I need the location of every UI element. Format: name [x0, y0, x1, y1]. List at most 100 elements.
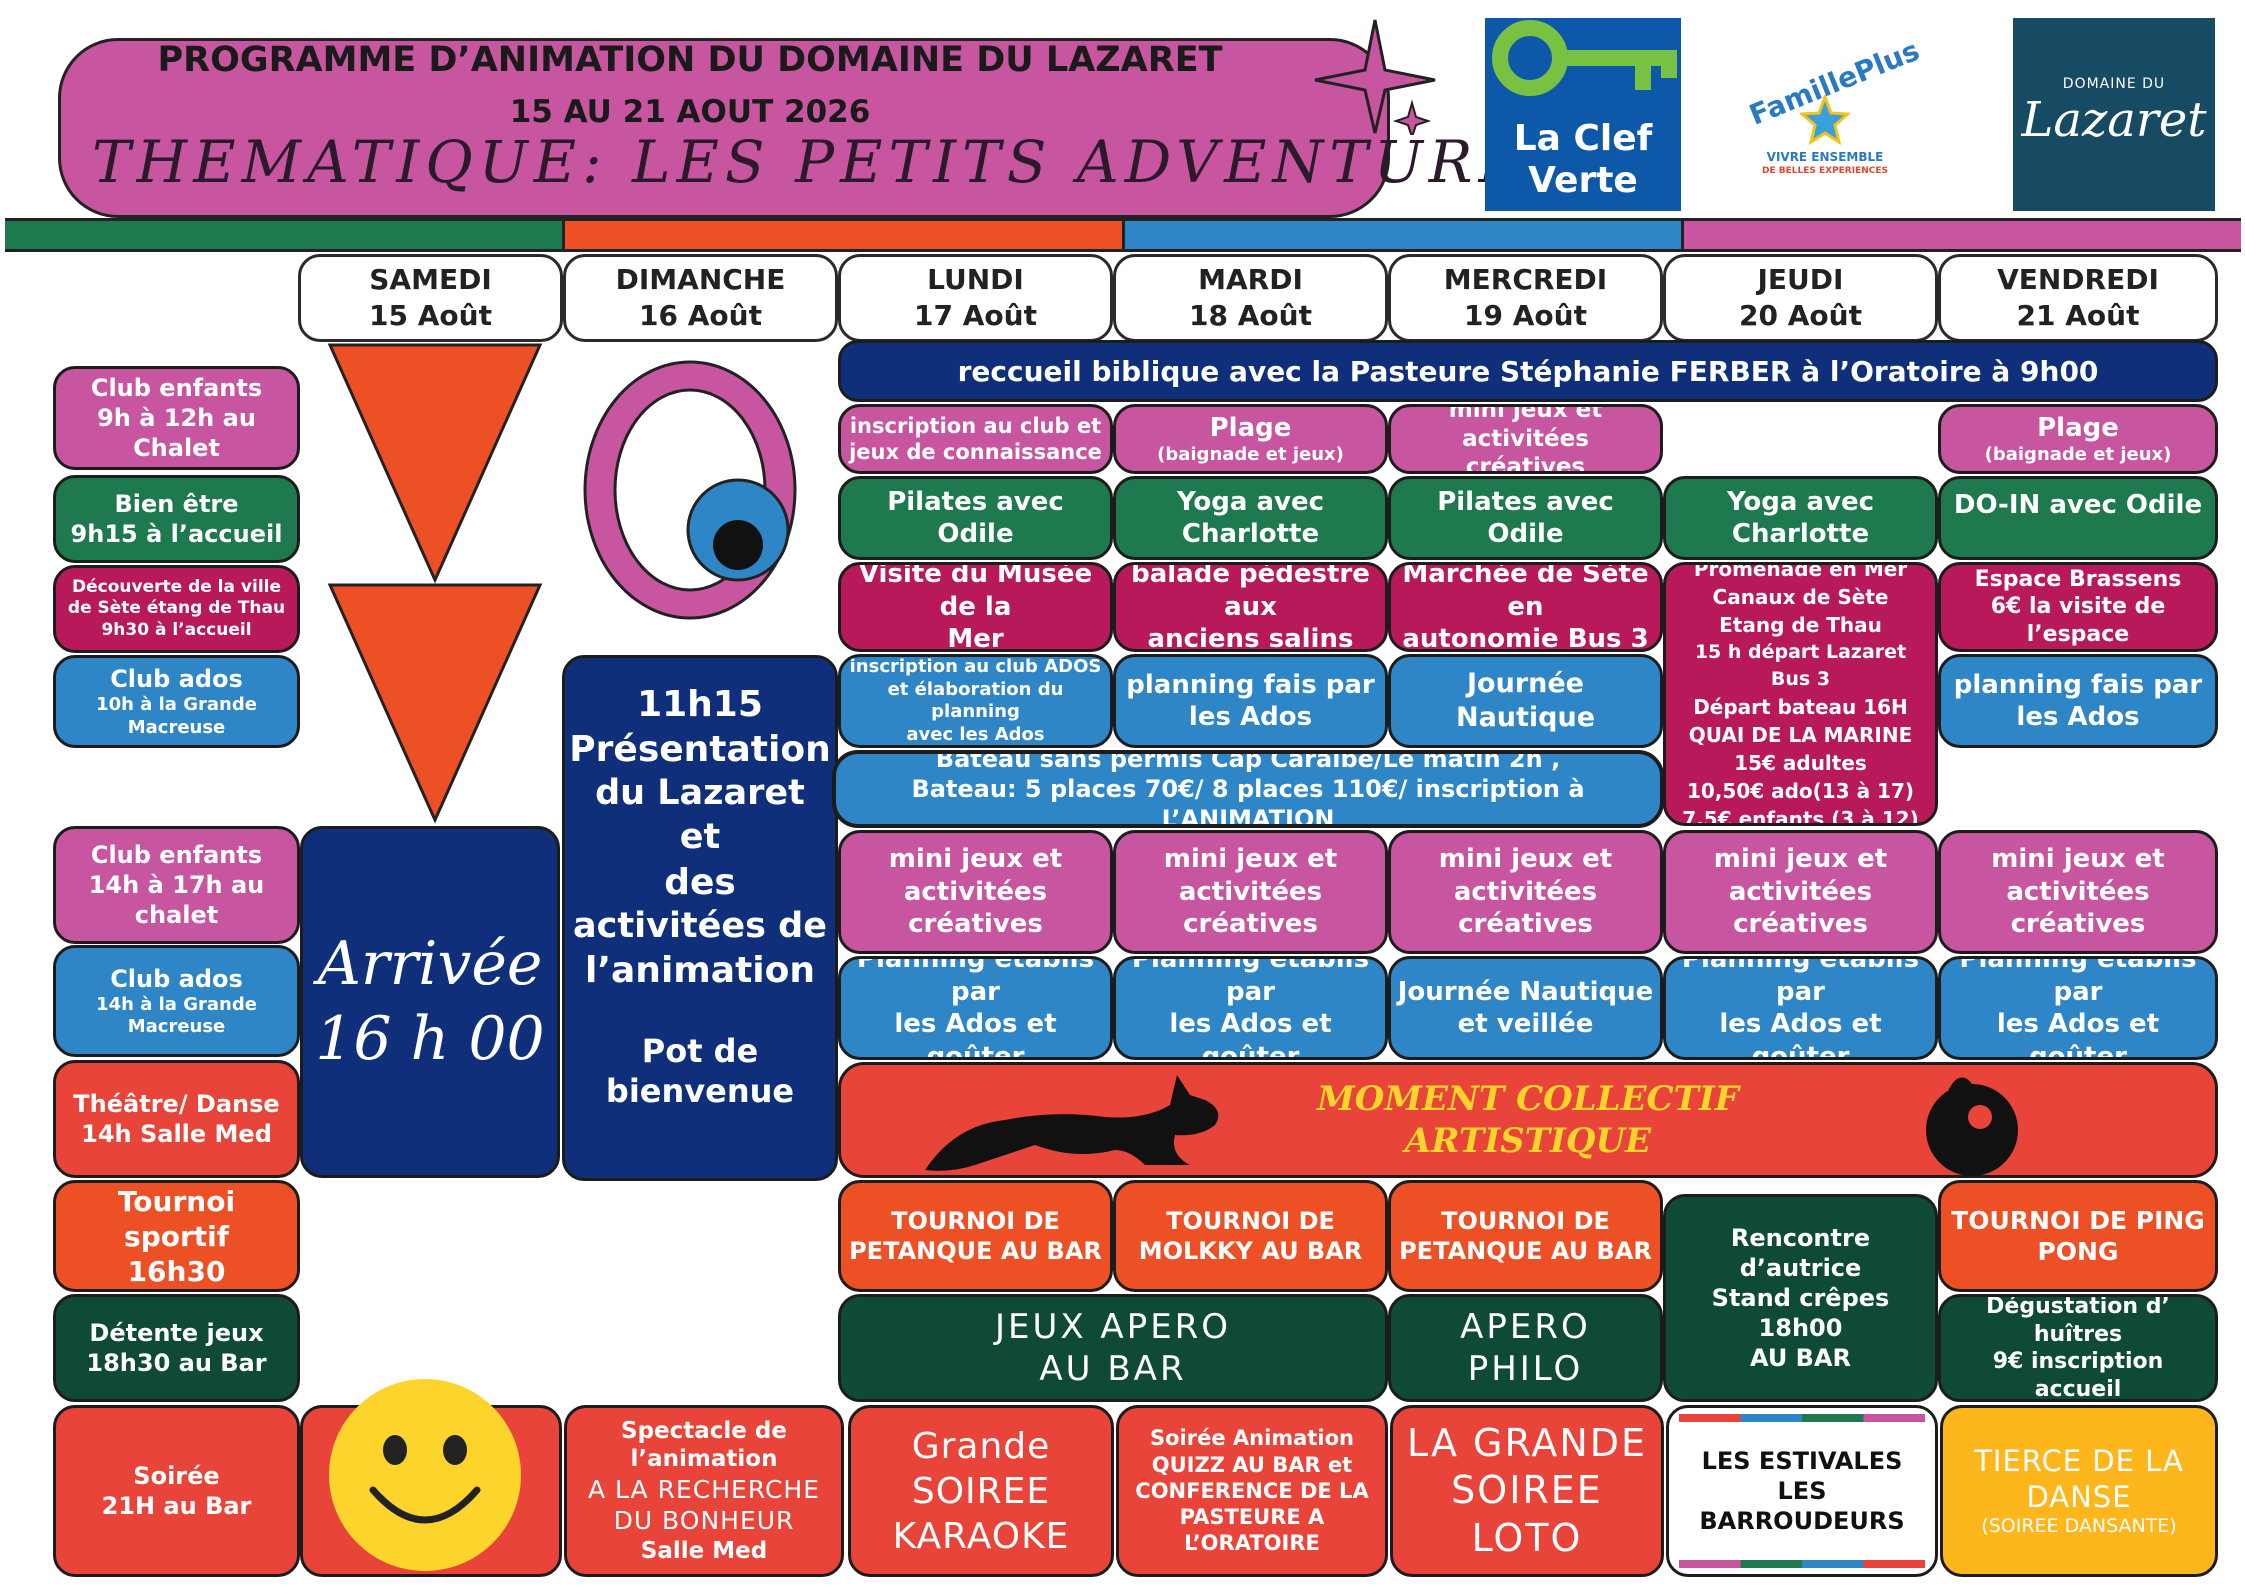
- cell-line: ARTISTIQUE: [1404, 1121, 1652, 1161]
- day-date: 18 Août: [1189, 299, 1312, 332]
- key-icon: [1492, 20, 1677, 96]
- cell-line: Théâtre/ Danse: [73, 1090, 280, 1118]
- stripe-blue: [1124, 221, 1685, 249]
- cell-line: AU BAR: [1749, 1344, 1852, 1372]
- cell-line: Bateau sans permis Cap Caraïbe/Le matin …: [935, 750, 1561, 773]
- lundi-karaoke: Grande SOIREE KARAOKE: [848, 1405, 1114, 1577]
- cell-line: 21H au Bar: [101, 1492, 252, 1520]
- cell-line: PETANQUE AU BAR: [849, 1237, 1102, 1265]
- cell-line: QUIZZ AU BAR et: [1151, 1452, 1353, 1477]
- vendredi-plage: Plage(baignade et jeux): [1938, 404, 2218, 474]
- cell-line: Pot de: [641, 1032, 759, 1071]
- cell-line: jeux de connaissance: [849, 440, 1102, 464]
- cell-line: chalet: [134, 901, 219, 929]
- mercredi-journee-nautique: Journée Nautique: [1388, 654, 1663, 748]
- bateau-sans-permis: Bateau sans permis Cap Caraïbe/Le matin …: [832, 750, 1664, 828]
- cell-line: activitées de: [573, 905, 827, 946]
- cell-line: Espace Brassens: [1974, 566, 2182, 592]
- cell-line: 14h Salle Med: [81, 1120, 272, 1148]
- cell-line: PHILO: [1467, 1349, 1584, 1389]
- vendredi-do-in: DO-IN avec Odile: [1938, 476, 2218, 560]
- cell-line: APERO: [1460, 1306, 1591, 1347]
- lazaret-logo-name: Lazaret: [2021, 92, 2207, 148]
- triangle-icon: [327, 343, 543, 824]
- cell-line: AU BAR: [1039, 1349, 1187, 1389]
- cell-line: Etang de Thau: [1719, 613, 1882, 638]
- day-date: 20 Août: [1739, 299, 1862, 332]
- cell-line: TOURNOI DE PING: [1951, 1205, 2205, 1235]
- cell-line: QUAI DE LA MARINE: [1688, 722, 1913, 747]
- day-name: DIMANCHE: [615, 262, 786, 296]
- cell-line: PETANQUE AU BAR: [1399, 1237, 1652, 1265]
- cell-line: planning fais par: [1953, 669, 2203, 700]
- cell-line: 7,5€ enfants (3 à 12): [1682, 806, 1919, 826]
- program-title: PROGRAMME D’ANIMATION DU DOMAINE DU LAZA…: [157, 40, 1223, 80]
- cell-line: créatives: [1465, 454, 1586, 474]
- apero-philo: APERO PHILO: [1388, 1294, 1663, 1402]
- lazaret-logo: [2013, 18, 2215, 211]
- cell-line: Canaux de Sète: [1712, 585, 1889, 610]
- mercredi-loto: LA GRANDE SOIREE LOTO: [1390, 1405, 1664, 1577]
- arrivee: Arrivée 16 h 00: [300, 826, 560, 1178]
- mardi-quizz-conference: Soirée Animation QUIZZ AU BAR et CONFERE…: [1116, 1405, 1388, 1577]
- cell-line: 16 h 00: [315, 1004, 545, 1074]
- estivales-stripe-bottom: [1679, 1560, 1925, 1568]
- day-date: 17 Août: [914, 299, 1037, 332]
- mardi-plage: Plage(baignade et jeux): [1113, 404, 1388, 474]
- cell-line: 9h30 à l’accueil: [101, 619, 252, 640]
- cell-line: activitées créatives: [2006, 876, 2150, 940]
- mardi-yoga: Yoga avec Charlotte: [1113, 476, 1388, 560]
- clef-verte-text-1: La Clef: [1513, 118, 1653, 159]
- cell-line: PASTEURE A: [1179, 1505, 1325, 1530]
- cell-line: 9€ inscription accueil: [1992, 1349, 2164, 1402]
- cell-line: TIERCE DE LA: [1974, 1443, 2184, 1478]
- stripe-orange: [564, 221, 1125, 249]
- cell-line: LES BARROUDEURS: [1699, 1477, 1905, 1535]
- lazaret-logo-small: DOMAINE DU: [2062, 76, 2166, 92]
- cell-line: mini jeux et: [888, 844, 1063, 875]
- star-icon: [1800, 95, 1850, 145]
- presentation-dimanche: 11h15 Présentation du Lazaret et des act…: [562, 655, 838, 1181]
- cell-line: (baignade et jeux): [1984, 444, 2172, 465]
- cell-line: 15 h départ Lazaret Bus 3: [1694, 641, 1907, 690]
- cell-line: Marchée de Sète en: [1402, 562, 1649, 622]
- cell-line: Macreuse: [127, 1016, 226, 1037]
- cell-line: mini jeux et: [1713, 844, 1888, 875]
- cell-line: Yoga avec Charlotte: [1726, 486, 1875, 550]
- cell-line: DANSE: [2026, 1480, 2132, 1515]
- cell-line: 9h à 12h au Chalet: [97, 404, 256, 462]
- cell-line: MOLKKY AU BAR: [1138, 1237, 1363, 1265]
- cell-line: Spectacle de: [621, 1417, 787, 1444]
- cell-line: balade pédestre aux: [1131, 562, 1370, 622]
- cell-line: L’ORATOIRE: [1184, 1531, 1320, 1556]
- cell-line: LES ESTIVALES: [1701, 1447, 1903, 1475]
- cell-line: (baignade et jeux): [1157, 444, 1344, 465]
- cell-line: CONFERENCE DE LA: [1135, 1478, 1369, 1503]
- black-circle-icon: [1926, 1077, 2018, 1176]
- vendredi-tierce-danse: TIERCE DE LA DANSE (SOIREE DANSANTE): [1940, 1405, 2218, 1577]
- banner-biblique: reccueil biblique avec la Pasteure Stéph…: [838, 340, 2218, 402]
- cell-line: A LA RECHERCHE: [588, 1475, 820, 1505]
- cell-line: Présentation: [569, 729, 831, 770]
- cell-line: inscription au club ADOS: [849, 656, 1102, 677]
- cell-line: avec les Ados: [906, 723, 1045, 745]
- cell-line: Découverte de la ville: [72, 577, 281, 598]
- cell-line: Planning établis par: [1959, 956, 2197, 1007]
